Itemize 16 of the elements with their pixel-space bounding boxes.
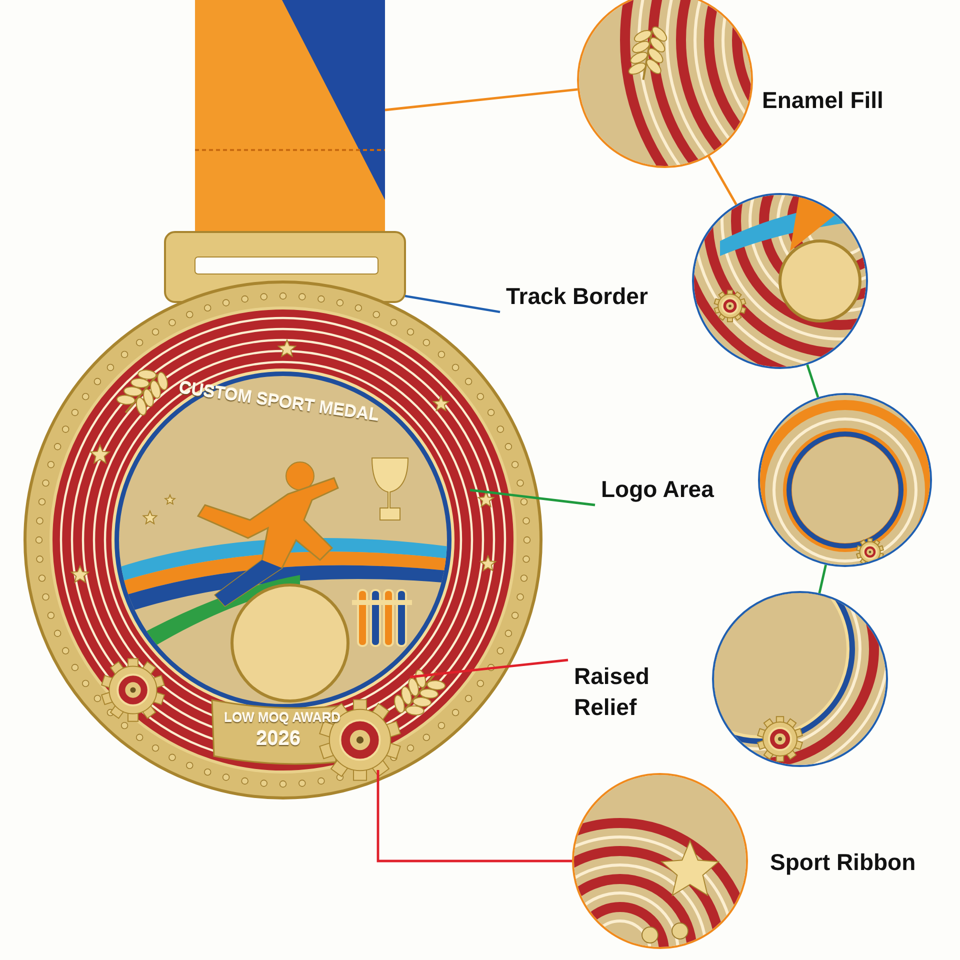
callout-label: Sport Ribbon [764,846,944,878]
leader-line [404,294,500,314]
callout-label: Logo Area [595,473,745,505]
leader-line [818,564,827,594]
leader-line [384,88,578,112]
leader-line [376,770,572,862]
medal-inscription: LOW MOQ AWARD [224,710,341,725]
leader-line [806,364,820,398]
leader-line [470,488,596,506]
callout-label: Track Border [500,280,700,312]
leader-line [708,156,738,206]
medal-inscription: 2026 [256,728,300,751]
leader-line [410,658,568,678]
medal-inscription: CUSTOM SPORT MEDAL [178,378,380,426]
callout-label: Raised Relief [568,660,688,724]
callout-label: Enamel Fill [756,84,906,116]
